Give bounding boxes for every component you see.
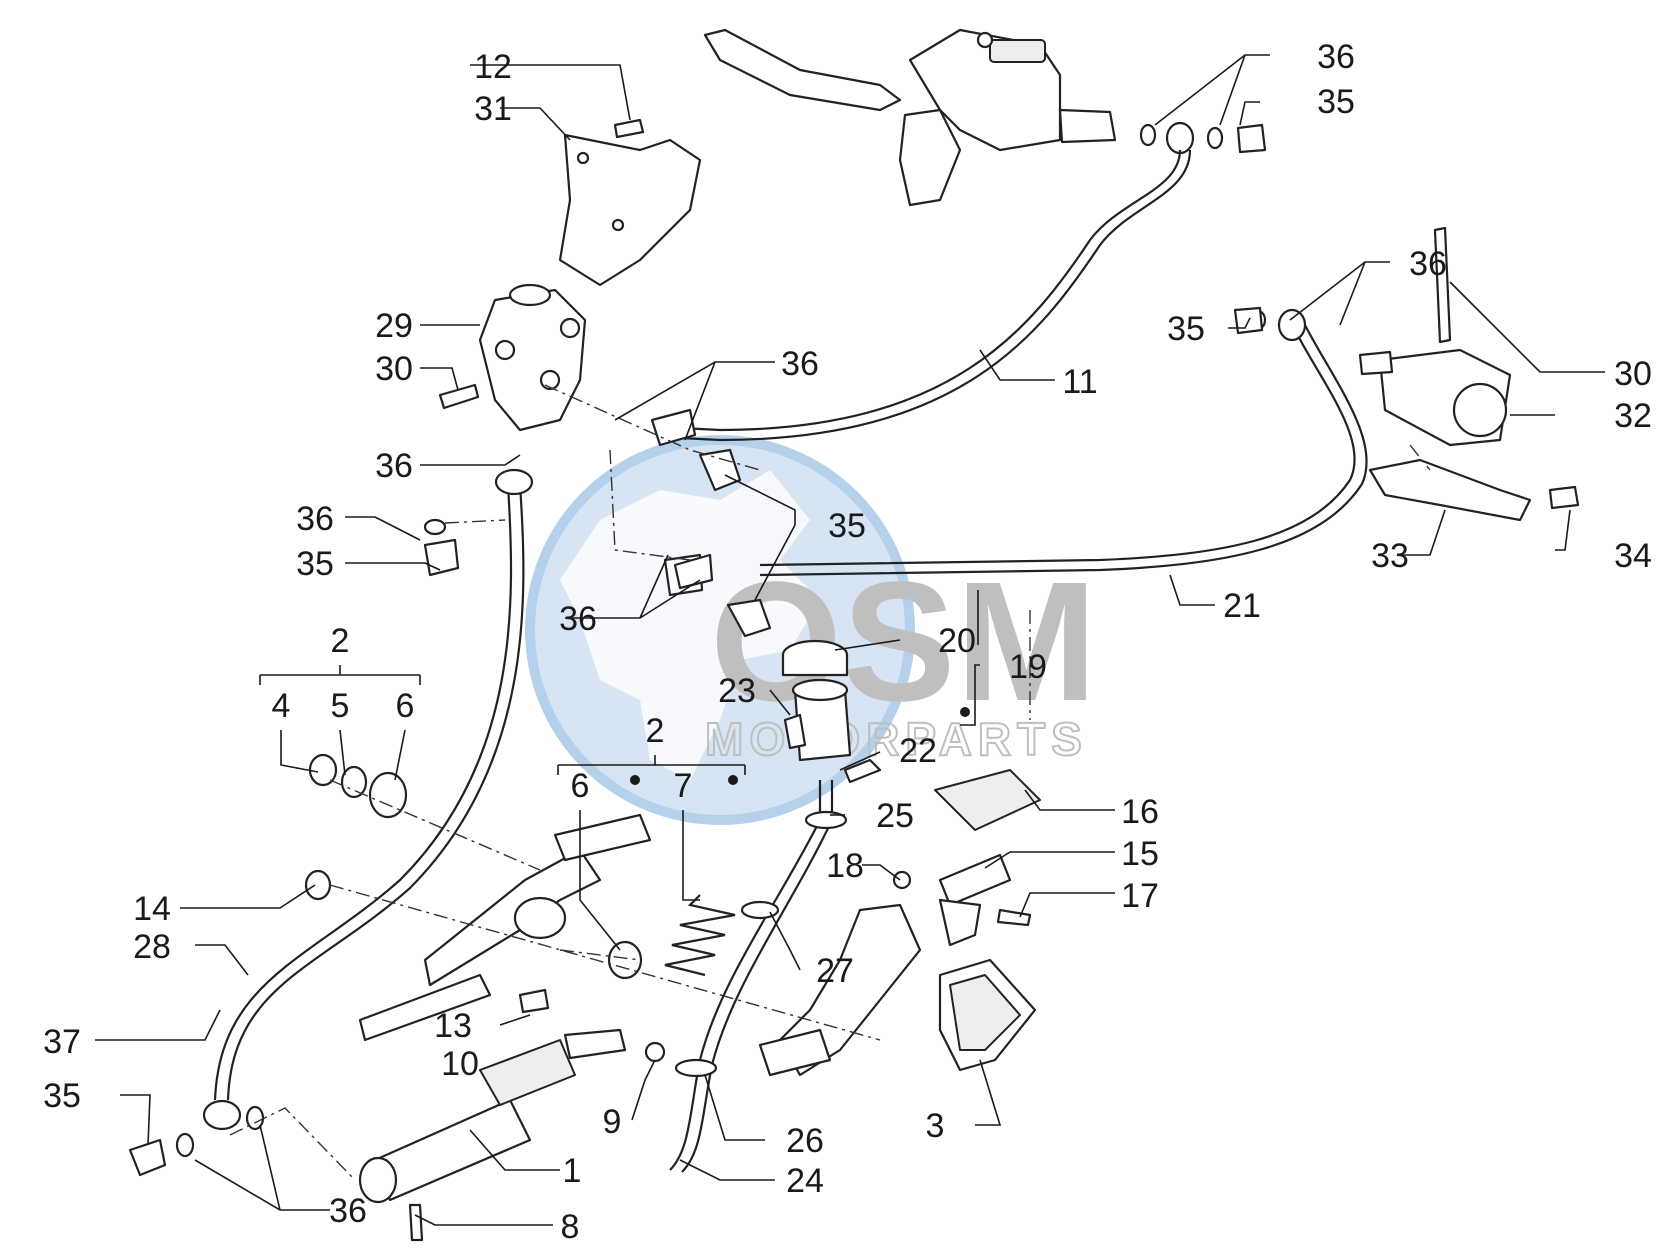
callout-36-top-right: 36 bbox=[1317, 38, 1355, 76]
front-banjo-fitting bbox=[1139, 121, 1267, 155]
callout-17: 17 bbox=[1121, 877, 1159, 915]
callout-31: 31 bbox=[474, 90, 512, 128]
callout-6-left: 6 bbox=[396, 687, 415, 725]
pressure-distributor bbox=[438, 283, 587, 432]
callout-28: 28 bbox=[133, 928, 171, 966]
callout-35-left: 35 bbox=[296, 545, 334, 583]
callout-9: 9 bbox=[603, 1103, 622, 1141]
callout-4: 4 bbox=[272, 687, 291, 725]
callout-35-caliper: 35 bbox=[1167, 310, 1205, 348]
brake-pedal-arm bbox=[358, 813, 922, 1077]
callout-25: 25 bbox=[876, 797, 914, 835]
callout-1: 1 bbox=[563, 1152, 582, 1190]
callout-3: 3 bbox=[926, 1107, 945, 1145]
watermark: OSM MOTORPARTS bbox=[525, 435, 1097, 825]
callout-11: 11 bbox=[1062, 363, 1097, 401]
watermark-subtitle: MOTORPARTS bbox=[705, 713, 1088, 765]
callout-2-left: 2 bbox=[331, 622, 350, 660]
alignment-lines bbox=[229, 384, 1431, 1181]
callout-2-center: 2 bbox=[646, 712, 665, 750]
callout-19: 19 bbox=[1009, 648, 1047, 686]
rear-brake-hose-left bbox=[202, 468, 534, 1131]
callout-36-left: 36 bbox=[296, 500, 334, 538]
callout-35-bottom: 35 bbox=[43, 1077, 81, 1115]
callout-labels: 1 2 2 3 4 5 6 6 7 8 9 10 11 12 13 14 15 … bbox=[43, 38, 1652, 1246]
callout-16: 16 bbox=[1121, 793, 1159, 831]
callout-34: 34 bbox=[1614, 537, 1652, 575]
callout-21: 21 bbox=[1223, 587, 1261, 625]
callout-13: 13 bbox=[434, 1007, 472, 1045]
center-banjo-fittings bbox=[423, 408, 772, 638]
lower-banjo-fittings bbox=[128, 1105, 265, 1177]
callout-30-right: 30 bbox=[1614, 355, 1652, 393]
rear-caliper-assembly bbox=[1233, 226, 1580, 522]
fluid-reservoir bbox=[781, 639, 882, 784]
callout-7: 7 bbox=[674, 767, 693, 805]
callout-30-left: 30 bbox=[375, 350, 413, 388]
callout-5: 5 bbox=[331, 687, 350, 725]
callout-35-center: 35 bbox=[828, 507, 866, 545]
callout-15: 15 bbox=[1121, 835, 1159, 873]
pedal-pad bbox=[892, 769, 1041, 947]
callout-8: 8 bbox=[561, 1208, 580, 1246]
return-spring bbox=[664, 894, 736, 977]
callout-23: 23 bbox=[718, 672, 756, 710]
callout-22: 22 bbox=[899, 732, 937, 770]
callout-26: 26 bbox=[786, 1122, 824, 1160]
callout-18: 18 bbox=[826, 847, 864, 885]
rubber-boot bbox=[938, 958, 1037, 1072]
upper-bracket bbox=[558, 118, 702, 287]
callout-leaders bbox=[95, 54, 1605, 1226]
callout-33: 33 bbox=[1371, 537, 1409, 575]
callout-10: 10 bbox=[441, 1045, 479, 1083]
callout-14: 14 bbox=[133, 890, 171, 928]
watermark-brand: OSM bbox=[710, 547, 1097, 737]
callout-29: 29 bbox=[375, 307, 413, 345]
callout-37: 37 bbox=[43, 1023, 81, 1061]
callout-24: 24 bbox=[786, 1162, 824, 1200]
callout-27: 27 bbox=[816, 952, 854, 990]
callout-6-center: 6 bbox=[571, 767, 590, 805]
rear-master-cylinder bbox=[358, 1028, 666, 1242]
front-brake-hose bbox=[679, 149, 1192, 442]
callout-dots bbox=[630, 707, 970, 785]
reservoir-hose bbox=[669, 780, 848, 1173]
mounting-hardware bbox=[304, 753, 643, 1014]
callout-36-center-bottom: 36 bbox=[559, 600, 597, 638]
callout-36-caliper: 36 bbox=[1409, 245, 1447, 283]
callout-36-center-top: 36 bbox=[781, 345, 819, 383]
front-brake-lever-assembly bbox=[703, 28, 1117, 207]
callout-35-top-right: 35 bbox=[1317, 83, 1355, 121]
watermark-continent-shape bbox=[560, 470, 820, 780]
callout-36-distributor: 36 bbox=[375, 447, 413, 485]
callout-20: 20 bbox=[938, 622, 976, 660]
callout-32: 32 bbox=[1614, 397, 1652, 435]
callout-12: 12 bbox=[474, 48, 512, 86]
callout-36-bottom: 36 bbox=[329, 1192, 367, 1230]
